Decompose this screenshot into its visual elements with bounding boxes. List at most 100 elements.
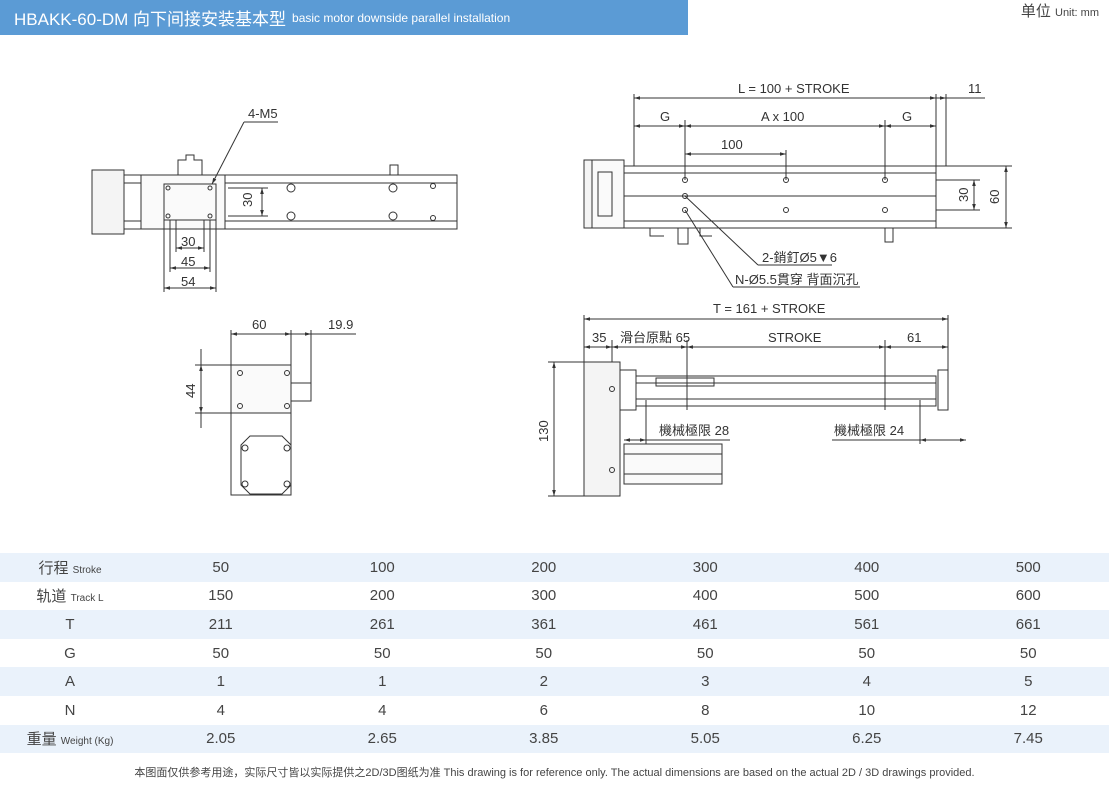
- table-cell: 12: [1019, 701, 1037, 719]
- label-hole: N-Ø5.5貫穿 背面沉孔: [735, 272, 859, 287]
- table-row: T 211 261 361 461 561 661: [0, 610, 1109, 639]
- table-cell: 50: [858, 644, 876, 662]
- table-cell: 261: [369, 615, 395, 633]
- table-cell: 50: [212, 644, 230, 662]
- table-cell: 200: [369, 587, 395, 605]
- label-30-vertical: 30: [240, 193, 255, 207]
- unit-label: 单位 Unit: mm: [1021, 0, 1099, 21]
- table-cell: 2.65: [367, 730, 397, 748]
- label-stroke: STROKE: [768, 330, 822, 345]
- table-cell: 7.45: [1013, 730, 1043, 748]
- label-g-right: G: [902, 109, 912, 124]
- table-cell: 461: [692, 615, 718, 633]
- row-sublabel: Track L: [70, 593, 104, 605]
- title-bar: HBAKK-60-DM 向下间接安装基本型 basic motor downsi…: [0, 0, 688, 35]
- label-t-total: T = 161 + STROKE: [713, 301, 826, 316]
- label-g-left: G: [660, 109, 670, 124]
- table-cell: 2: [539, 673, 548, 691]
- row-label: 轨道: [36, 588, 67, 606]
- technical-drawing: 4-M5 30 30 45 54 L = 100 + STROKE 11 G A…: [91, 81, 1012, 497]
- table-cell: 6: [539, 701, 548, 719]
- table-cell: 500: [854, 587, 880, 605]
- end-view-left: [195, 330, 356, 496]
- label-60-right: 60: [987, 190, 1002, 204]
- table-cell: 2.05: [206, 730, 236, 748]
- table-cell: 4: [216, 701, 225, 719]
- row-label: A: [64, 673, 75, 691]
- table-cell: 1: [216, 673, 225, 691]
- row-label: 行程: [38, 559, 69, 577]
- row-header: G: [0, 639, 140, 668]
- table-cell: 3.85: [529, 730, 559, 748]
- top-view-right: [583, 94, 1012, 288]
- label-m5: 4-M5: [248, 106, 278, 121]
- table-row: 轨道 Track L 150 200 300 400 500 600: [0, 581, 1109, 611]
- table-cell: 5: [1024, 673, 1033, 691]
- table-cell: 300: [531, 587, 557, 605]
- table-cell: 1: [378, 673, 387, 691]
- label-limit-24: 機械極限 24: [834, 423, 904, 438]
- row-header: 行程 Stroke: [0, 553, 140, 582]
- table-cell: 361: [531, 615, 557, 633]
- table-cell: 661: [1015, 615, 1041, 633]
- table-cell: 50: [373, 644, 391, 662]
- label-54: 54: [181, 274, 195, 289]
- table-cell: 50: [535, 644, 553, 662]
- row-header: 轨道 Track L: [0, 582, 140, 611]
- label-19-9: 19.9: [328, 317, 353, 332]
- unit-label-cn: 单位: [1020, 3, 1051, 20]
- row-label: 重量: [26, 731, 57, 749]
- row-label: N: [64, 701, 76, 719]
- label-44: 44: [183, 384, 198, 398]
- row-label: G: [64, 644, 76, 662]
- table-cell: 211: [208, 615, 233, 633]
- table-cell: 4: [862, 673, 871, 691]
- table-cell: 561: [854, 615, 880, 633]
- table-cell: 400: [692, 587, 718, 605]
- page-title: HBAKK-60-DM 向下间接安装基本型: [14, 10, 287, 29]
- table-row: G 50 50 50 50 50 50: [0, 638, 1109, 668]
- row-sublabel: Weight (Kg): [60, 736, 114, 748]
- footnote: 本图面仅供参考用途，实际尺寸皆以实际提供之2D/3D图纸为准 This draw…: [134, 767, 975, 779]
- label-35: 35: [592, 330, 606, 345]
- table-cell: 600: [1015, 587, 1041, 605]
- row-header: N: [0, 696, 140, 725]
- table-cell: 500: [1015, 558, 1041, 576]
- label-l-total: L = 100 + STROKE: [738, 81, 850, 96]
- label-60: 60: [252, 317, 266, 332]
- row-header: T: [0, 610, 140, 639]
- table-cell: 50: [1019, 644, 1037, 662]
- unit-label-en: Unit: mm: [1055, 7, 1099, 19]
- table-row: 重量 Weight (Kg) 2.05 2.65 3.85 5.05 6.25 7.45: [0, 724, 1109, 754]
- label-pin: 2-銷釘Ø5▼6: [762, 250, 837, 265]
- table-cell: 3: [701, 673, 710, 691]
- label-61: 61: [907, 330, 921, 345]
- label-origin: 滑台原點 65: [620, 330, 690, 345]
- table-cell: 8: [701, 701, 710, 719]
- table-cell: 150: [208, 587, 234, 605]
- table-cell: 400: [854, 558, 880, 576]
- label-100: 100: [721, 137, 743, 152]
- table-cell: 50: [696, 644, 714, 662]
- label-30-right: 30: [956, 188, 971, 202]
- label-45: 45: [181, 254, 195, 269]
- side-view-right: [548, 315, 966, 497]
- row-sublabel: Stroke: [72, 564, 102, 576]
- page-subtitle: basic motor downside parallel installati…: [292, 10, 511, 25]
- row-header: 重量 Weight (Kg): [0, 725, 140, 754]
- table-cell: 5.05: [690, 730, 720, 748]
- row-label: T: [65, 615, 75, 633]
- label-11: 11: [968, 81, 982, 96]
- row-header: A: [0, 667, 140, 696]
- table-cell: 100: [369, 558, 395, 576]
- label-limit-28: 機械極限 28: [659, 423, 729, 438]
- table-cell: 10: [858, 701, 876, 719]
- table-cell: 6.25: [852, 730, 882, 748]
- table-cell: 50: [212, 558, 230, 576]
- table-row: A 1 1 2 3 4 5: [0, 667, 1109, 696]
- table-cell: 4: [378, 701, 387, 719]
- table-cell: 300: [692, 558, 718, 576]
- label-a100: A x 100: [761, 109, 804, 124]
